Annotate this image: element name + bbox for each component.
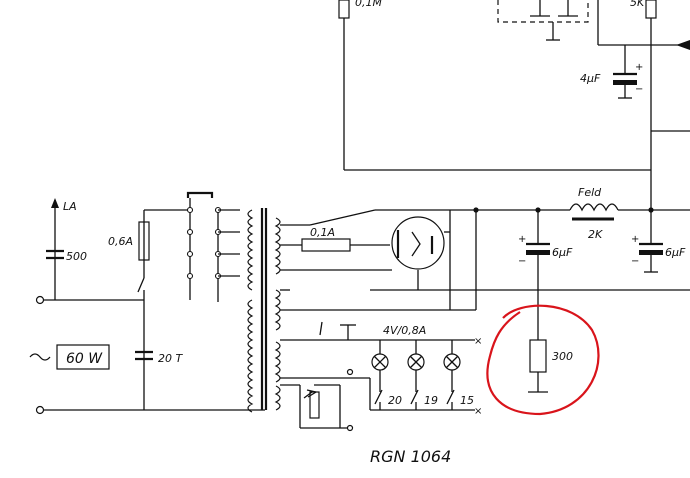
terminal-x-bottom: × xyxy=(474,406,482,417)
mains-section: LA 500 0,6A 20 T 60 W xyxy=(29,191,265,415)
label-feld: Feld xyxy=(578,186,602,199)
plus-sign: + xyxy=(518,234,526,245)
potentiometer[interactable] xyxy=(309,391,320,419)
label-lamp-19: 19 xyxy=(424,394,438,407)
secondary-winding-hv xyxy=(274,217,281,275)
pilot-lamp-2 xyxy=(407,340,425,410)
terminal-x-top: × xyxy=(474,336,482,347)
label-lamp-20: 20 xyxy=(388,394,402,407)
minus-sign: − xyxy=(518,256,526,267)
label-cap-20t: 20 T xyxy=(158,352,183,365)
rectifier-section: 0,1A xyxy=(280,207,654,311)
selector-contacts[interactable] xyxy=(186,206,222,280)
label-cap-4uf: 4µF xyxy=(580,72,601,85)
secondary-winding-aux xyxy=(274,385,281,411)
lamp-section: 4V/0,8A 20 19 15 × × xyxy=(280,321,482,432)
pilot-lamp-3 xyxy=(443,340,461,410)
label-resistor-300: 300 xyxy=(552,350,573,363)
plus-sign: + xyxy=(631,234,639,245)
primary-winding-upper xyxy=(247,209,254,291)
label-cap-500: 500 xyxy=(66,250,87,263)
label-cap-6uf-a: 6µF xyxy=(552,246,573,259)
label-r-top-left: 0,1M xyxy=(355,0,382,9)
minus-sign: − xyxy=(635,84,643,95)
primary-winding-lower xyxy=(247,299,254,413)
label-fuse-01: 0,1A xyxy=(310,226,335,239)
resistor-300 xyxy=(529,339,547,373)
plus-sign: + xyxy=(635,62,643,73)
power-rating-box xyxy=(56,344,110,370)
resistor-5k xyxy=(645,0,657,19)
label-power: 60 W xyxy=(66,351,103,367)
highlight-circle xyxy=(486,304,600,416)
ac-symbol-icon xyxy=(29,353,51,361)
dashed-enclosure xyxy=(497,0,589,23)
secondary-winding-heater xyxy=(274,341,281,383)
rectifier-tube xyxy=(391,216,445,270)
fuse-0-1a xyxy=(301,238,351,252)
field-coil xyxy=(569,203,619,212)
mains-switch[interactable] xyxy=(137,277,145,293)
label-lamp-15: 15 xyxy=(460,394,474,407)
pilot-lamp-1 xyxy=(371,340,389,410)
label-cap-6uf-b: 6µF xyxy=(665,246,686,259)
mains-terminal-top[interactable] xyxy=(35,295,45,305)
label-r-top-right: 5K xyxy=(630,0,645,9)
secondary-winding-mid xyxy=(274,289,281,331)
resistor-0-1m xyxy=(338,0,350,19)
top-section: 0,1M 5K + − 4µF xyxy=(338,0,690,210)
mains-terminal-bottom[interactable] xyxy=(35,405,45,415)
selector-bridge[interactable] xyxy=(186,191,214,198)
power-transformer xyxy=(247,208,281,413)
label-lamp-rating: 4V/0,8A xyxy=(383,324,426,337)
label-r-2k: 2K xyxy=(588,228,603,241)
model-label: RGN 1064 xyxy=(370,447,451,466)
label-la: LA xyxy=(63,200,77,213)
filter-section: Feld 2K + − 6µF + − 6µF 300 xyxy=(280,186,690,416)
label-fuse-06: 0,6A xyxy=(108,235,133,248)
minus-sign: − xyxy=(631,256,639,267)
